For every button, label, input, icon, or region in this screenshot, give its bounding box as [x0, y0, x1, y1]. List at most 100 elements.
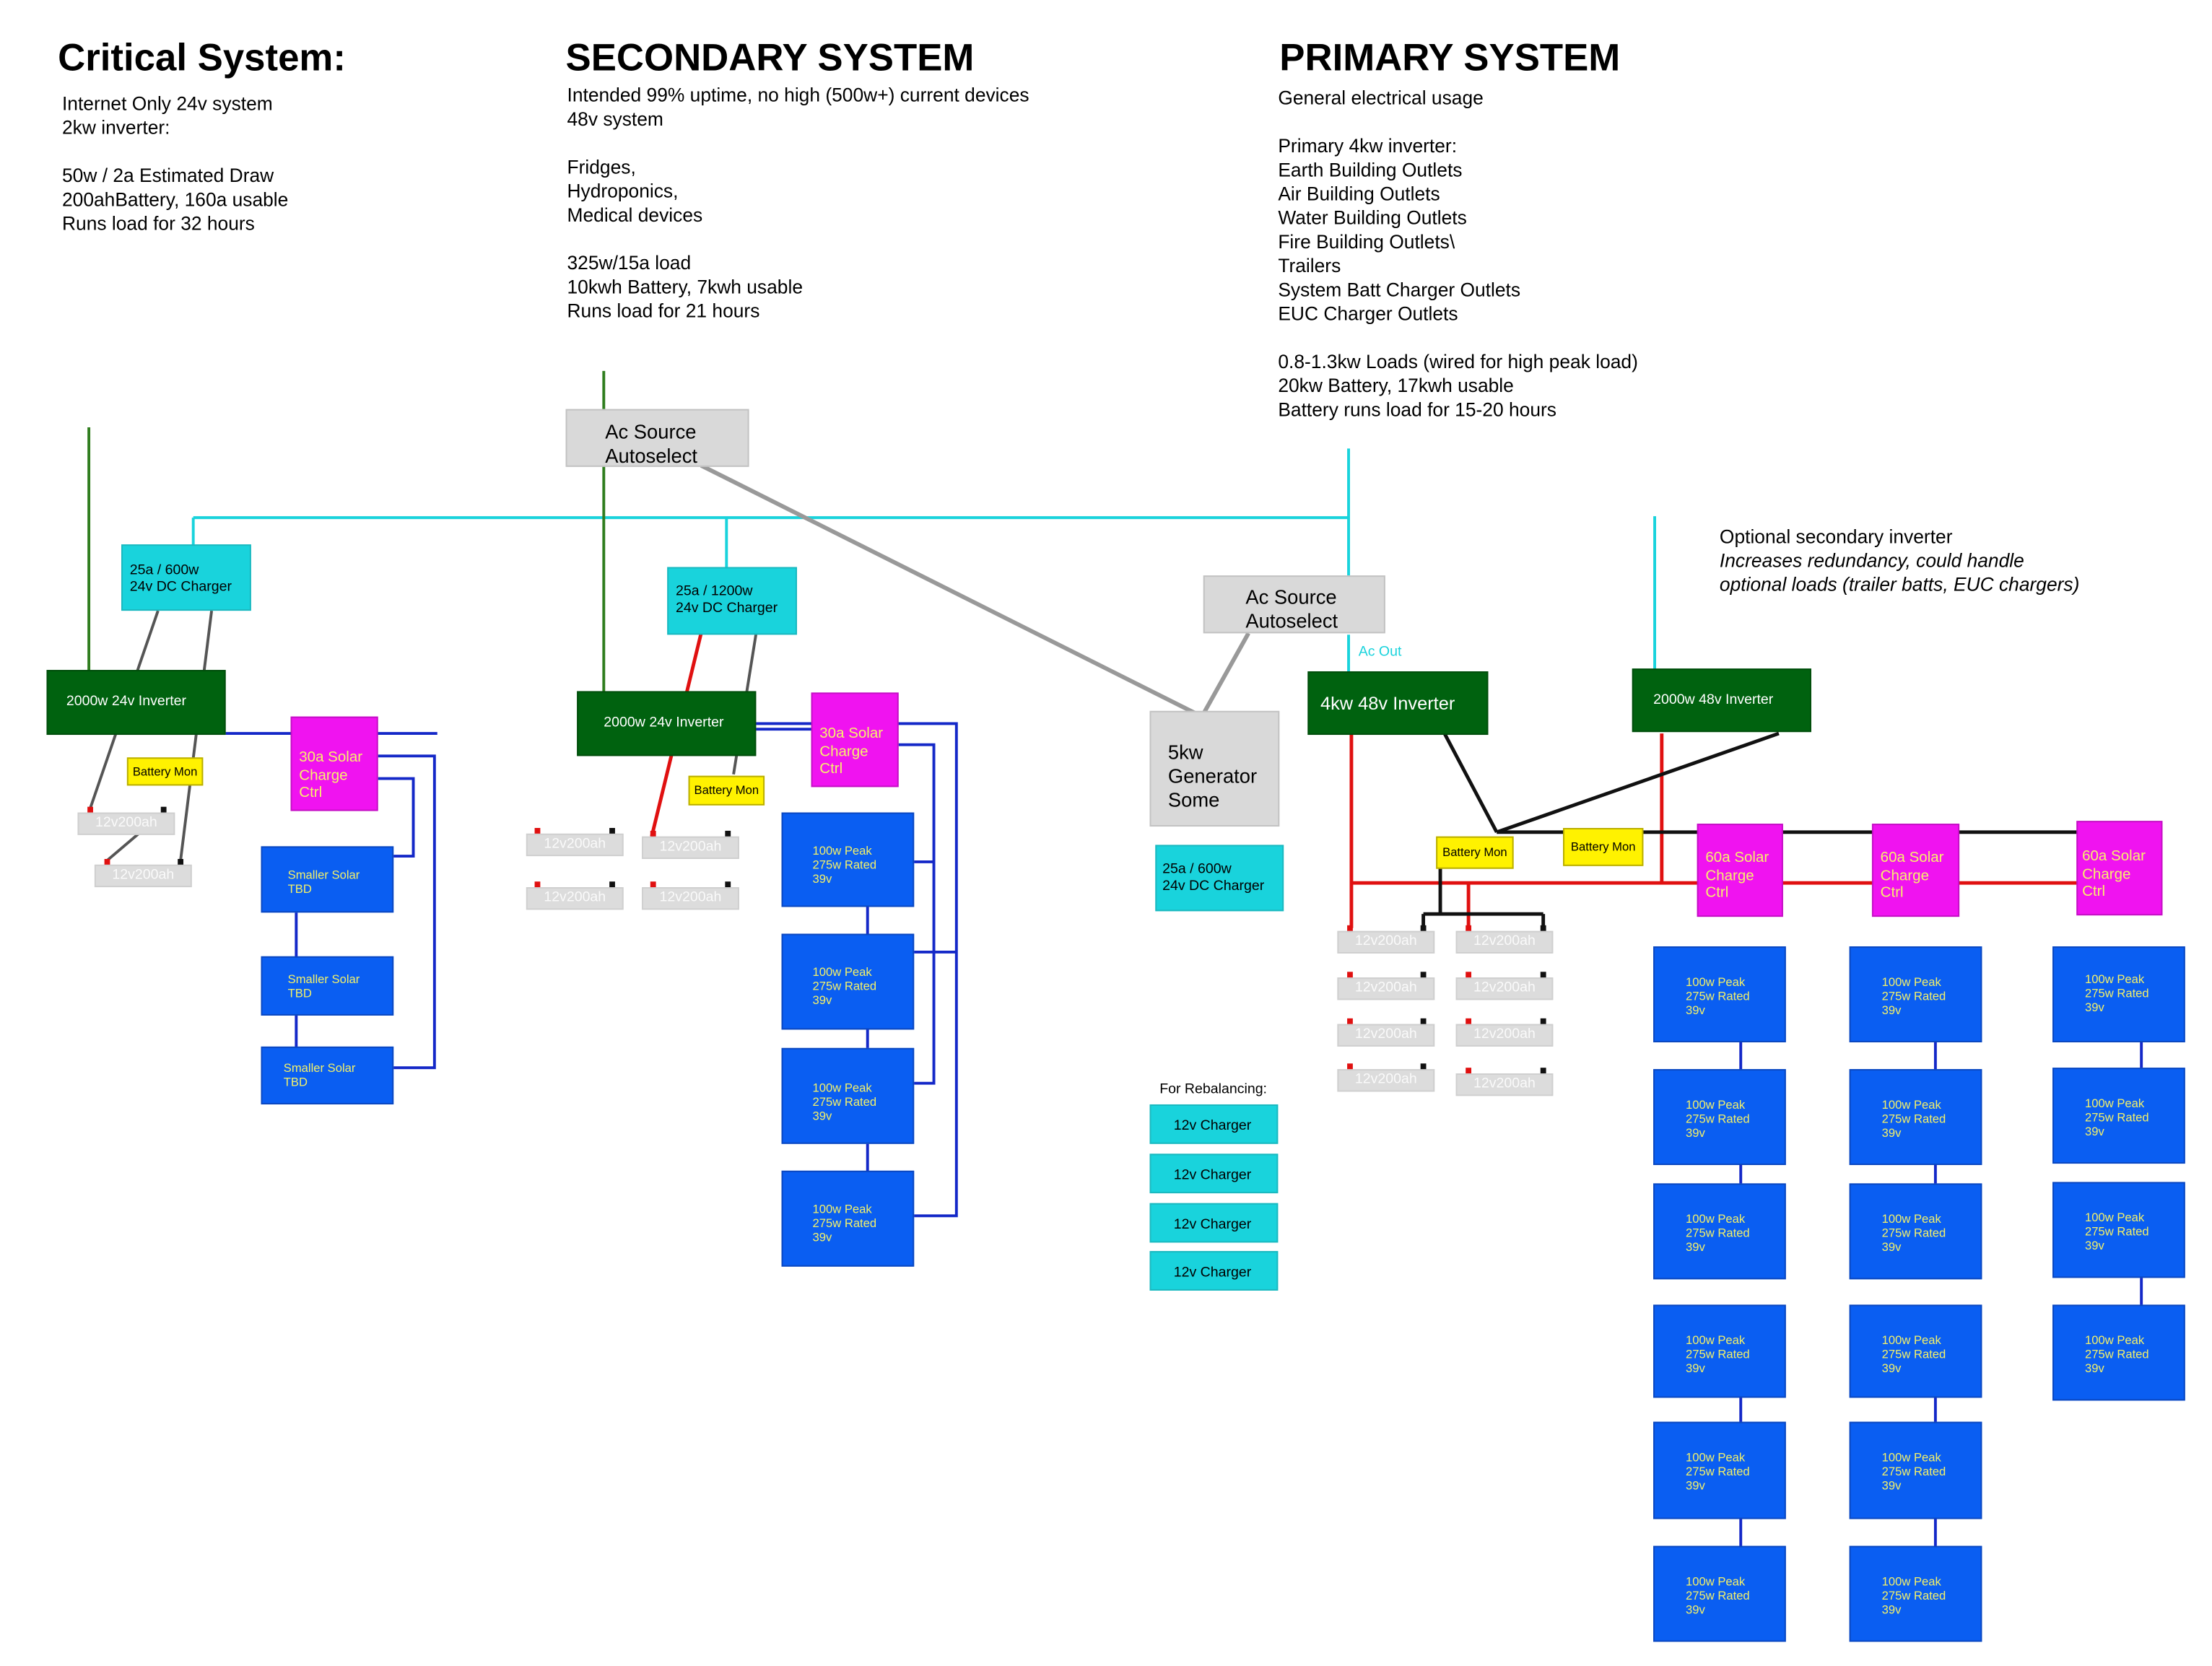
- primary-battery-2: 12v200ah: [1455, 930, 1554, 954]
- battery-terminal-positive: [1466, 1068, 1472, 1073]
- secondary-inverter: 2000w 24v Inverter: [577, 691, 757, 756]
- secondary-battery-monitor: Battery Mon: [688, 775, 765, 806]
- battery-terminal-positive: [1466, 1018, 1472, 1024]
- secondary-battery-2: 12v200ah: [642, 836, 739, 859]
- battery-terminal-negative: [725, 881, 731, 888]
- secondary-description: Intended 99% uptime, no high (500w+) cur…: [567, 84, 1029, 322]
- primary-4kw-inverter: 4kw 48v Inverter: [1307, 671, 1489, 736]
- primary-solar-panel: 100w Peak 275w Rated 39v: [1849, 1069, 1982, 1166]
- secondary-title: SECONDARY SYSTEM: [565, 36, 975, 79]
- primary-battery-6: 12v200ah: [1455, 1024, 1554, 1047]
- battery-terminal-negative: [1540, 1018, 1546, 1024]
- gray-generator-wires: [700, 463, 1250, 719]
- primary-title: PRIMARY SYSTEM: [1279, 36, 1621, 79]
- rebalancing-charger-4: 12v Charger: [1149, 1251, 1279, 1291]
- battery-terminal-positive: [1466, 972, 1472, 978]
- primary-battery-monitor-1: Battery Mon: [1436, 836, 1514, 869]
- rebalancing-charger-3: 12v Charger: [1149, 1203, 1279, 1243]
- primary-solar-panel: 100w Peak 275w Rated 39v: [1653, 1421, 1786, 1519]
- battery-terminal-negative: [1420, 1063, 1427, 1070]
- primary-solar-charge-controller-1: 60a Solar Charge Ctrl: [1697, 824, 1783, 917]
- primary-solar-panel: 100w Peak 275w Rated 39v: [1849, 1304, 1982, 1398]
- secondary-solar-panel-4: 100w Peak 275w Rated 39v: [781, 1170, 915, 1267]
- primary-battery-7: 12v200ah: [1337, 1069, 1435, 1092]
- primary-solar-panel: 100w Peak 275w Rated 39v: [1849, 1421, 1982, 1519]
- secondary-dc-charger: 25a / 1200w 24v DC Charger: [667, 567, 798, 635]
- optional-2000w-inverter: 2000w 48v Inverter: [1632, 668, 1811, 733]
- primary-solar-panel: 100w Peak 275w Rated 39v: [1849, 1183, 1982, 1280]
- primary-battery-monitor-2: Battery Mon: [1563, 827, 1644, 866]
- secondary-battery-3: 12v200ah: [526, 887, 624, 910]
- secondary-battery-4: 12v200ah: [642, 887, 739, 910]
- primary-battery-4: 12v200ah: [1455, 977, 1554, 1000]
- green-feed-wires: [87, 370, 606, 692]
- battery-terminal-negative: [1420, 972, 1427, 978]
- primary-solar-charge-controller-2: 60a Solar Charge Ctrl: [1871, 824, 1960, 917]
- primary-solar-panel: 100w Peak 275w Rated 39v: [2052, 1304, 2185, 1401]
- battery-terminal-negative: [1420, 1018, 1427, 1024]
- critical-solar-charge-controller: 30a Solar Charge Ctrl: [290, 716, 378, 811]
- battery-terminal-negative: [609, 827, 615, 834]
- battery-terminal-negative: [1540, 972, 1546, 978]
- battery-terminal-positive: [650, 881, 656, 888]
- primary-solar-panel: 100w Peak 275w Rated 39v: [1849, 1545, 1982, 1642]
- primary-solar-panel: 100w Peak 275w Rated 39v: [2052, 946, 2185, 1043]
- battery-terminal-positive: [104, 858, 110, 865]
- battery-terminal-positive: [87, 806, 93, 813]
- secondary-battery-1: 12v200ah: [526, 833, 624, 857]
- primary-solar-panel: 100w Peak 275w Rated 39v: [1653, 1304, 1786, 1398]
- secondary-solar-panel-3: 100w Peak 275w Rated 39v: [781, 1047, 915, 1144]
- generator: 5kw Generator Some: [1149, 710, 1280, 827]
- critical-battery-1: 12v200ah: [77, 812, 175, 835]
- primary-battery-5: 12v200ah: [1337, 1024, 1435, 1047]
- battery-terminal-negative: [1540, 925, 1546, 931]
- rebalancing-label: For Rebalancing:: [1159, 1081, 1267, 1098]
- primary-ac-source-autoselect: Ac Source Autoselect: [1203, 575, 1385, 634]
- primary-battery-8: 12v200ah: [1455, 1073, 1554, 1096]
- primary-solar-panel: 100w Peak 275w Rated 39v: [1653, 946, 1786, 1043]
- critical-solar-panel-2: Smaller Solar TBD: [261, 956, 394, 1016]
- battery-terminal-negative: [1540, 1068, 1546, 1073]
- battery-terminal-positive: [1347, 925, 1353, 931]
- primary-solar-panel: 100w Peak 275w Rated 39v: [1653, 1183, 1786, 1280]
- optional-inverter-title: Optional secondary inverter: [1719, 525, 1953, 548]
- cyan-ac-bus: [191, 448, 1656, 675]
- ac-out-label: Ac Out: [1358, 644, 1402, 660]
- battery-terminal-positive: [1347, 1018, 1353, 1024]
- primary-description: General electrical usage Primary 4kw inv…: [1278, 87, 1638, 421]
- battery-terminal-negative: [160, 806, 167, 813]
- rebalancing-charger-2: 12v Charger: [1149, 1153, 1279, 1194]
- battery-terminal-positive: [1347, 972, 1353, 978]
- critical-solar-panel-1: Smaller Solar TBD: [261, 846, 394, 913]
- battery-terminal-negative: [609, 881, 615, 888]
- battery-terminal-positive: [1466, 925, 1472, 931]
- secondary-ac-source-autoselect: Ac Source Autoselect: [565, 409, 749, 467]
- critical-battery-monitor: Battery Mon: [126, 757, 204, 786]
- rebalancing-charger-1: 12v Charger: [1149, 1104, 1279, 1144]
- critical-description: Internet Only 24v system 2kw inverter: 5…: [61, 92, 289, 235]
- primary-solar-charge-controller-3: 60a Solar Charge Ctrl: [2076, 821, 2163, 916]
- primary-battery-1: 12v200ah: [1337, 930, 1435, 954]
- primary-solar-panel: 100w Peak 275w Rated 39v: [1653, 1545, 1786, 1642]
- battery-terminal-negative: [1420, 925, 1427, 931]
- generator-dc-charger: 25a / 600w 24v DC Charger: [1155, 845, 1284, 912]
- critical-solar-panel-3: Smaller Solar TBD: [261, 1046, 394, 1104]
- primary-battery-3: 12v200ah: [1337, 977, 1435, 1000]
- secondary-solar-panel-2: 100w Peak 275w Rated 39v: [781, 933, 915, 1030]
- battery-terminal-positive: [534, 881, 541, 888]
- battery-terminal-positive: [534, 827, 541, 834]
- critical-inverter: 2000w 24v Inverter: [46, 670, 226, 736]
- battery-terminal-positive: [650, 830, 656, 837]
- black-battery-wires: [1421, 731, 2160, 928]
- critical-title: Critical System:: [58, 36, 346, 79]
- primary-solar-panel: 100w Peak 275w Rated 39v: [2052, 1068, 2185, 1164]
- primary-solar-panel: 100w Peak 275w Rated 39v: [2052, 1182, 2185, 1278]
- battery-terminal-negative: [725, 830, 731, 837]
- critical-dc-charger: 25a / 600w 24v DC Charger: [121, 544, 251, 611]
- primary-solar-panel: 100w Peak 275w Rated 39v: [1653, 1069, 1786, 1166]
- critical-battery-2: 12v200ah: [94, 864, 192, 888]
- primary-solar-panel: 100w Peak 275w Rated 39v: [1849, 946, 1982, 1043]
- secondary-solar-charge-controller: 30a Solar Charge Ctrl: [811, 692, 899, 788]
- secondary-solar-panel-1: 100w Peak 275w Rated 39v: [781, 812, 915, 907]
